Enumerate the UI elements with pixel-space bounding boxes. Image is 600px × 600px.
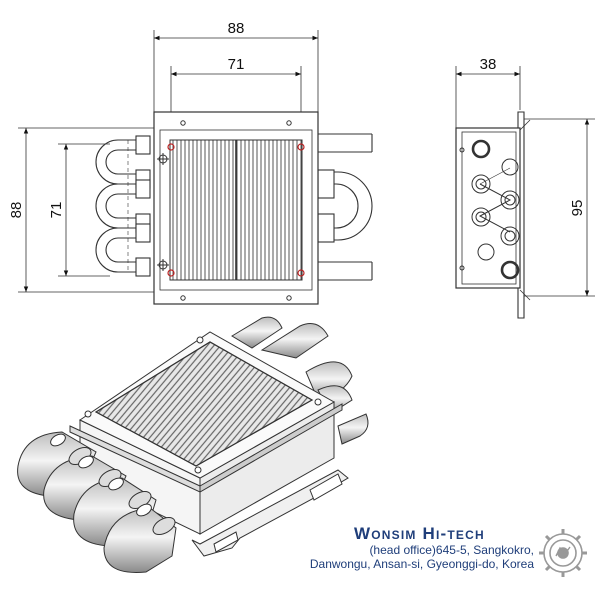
side-view <box>455 66 595 319</box>
address-line-2: Danwongu, Ansan-si, Gyeonggi-do, Korea <box>309 557 534 571</box>
front-view <box>18 30 373 305</box>
dim-width-88: 88 <box>228 20 245 37</box>
dim-height-71: 71 <box>48 202 65 219</box>
dim-width-71: 71 <box>228 56 245 73</box>
gear-logo-icon <box>539 529 587 577</box>
iso-back-pipes <box>231 316 369 445</box>
address-line-1: (head office)645-5, Sangkokro, <box>369 543 534 557</box>
left-pipe-bends <box>95 135 151 277</box>
dim-depth-38: 38 <box>480 56 497 73</box>
dim-height-95: 95 <box>569 200 586 217</box>
right-pipes <box>317 133 373 281</box>
dim-height-88: 88 <box>8 202 25 219</box>
isometric-view <box>17 316 369 573</box>
company-name: Wonsim Hi-tech <box>354 524 485 543</box>
